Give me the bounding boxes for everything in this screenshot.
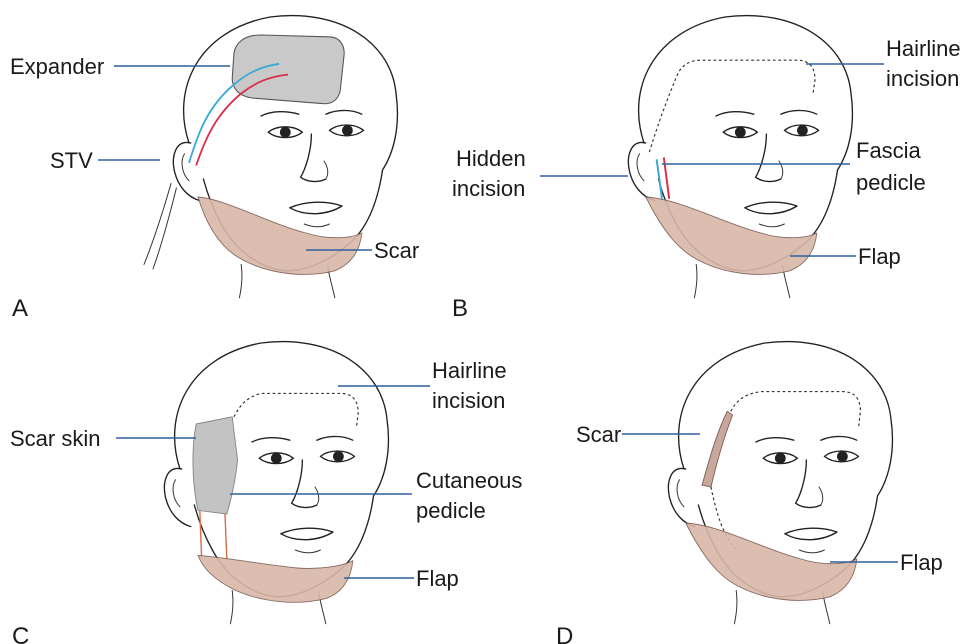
label-scar-d: Scar — [576, 422, 621, 447]
scar-skin-patch — [193, 417, 238, 514]
label-hairline-b-2: incision — [886, 66, 959, 91]
panel-d — [668, 342, 892, 624]
label-flap-c: Flap — [416, 566, 459, 591]
label-cutaneous-2: pedicle — [416, 498, 486, 523]
panel-a — [144, 16, 397, 298]
scar-strip — [702, 411, 733, 487]
label-scar-a: Scar — [374, 238, 419, 263]
panel-c — [164, 342, 388, 624]
label-cutaneous-1: Cutaneous — [416, 468, 522, 493]
label-hairline-c-2: incision — [432, 388, 505, 413]
flap-c — [198, 555, 353, 602]
panel-letter-a: A — [12, 295, 28, 322]
panel-letter-b: B — [452, 295, 468, 322]
label-stv: STV — [50, 148, 93, 173]
label-flap-b: Flap — [858, 244, 901, 269]
label-flap-d: Flap — [900, 550, 943, 575]
panel-letter-c: C — [12, 623, 29, 644]
label-fascia-2: pedicle — [856, 170, 926, 195]
label-hairline-b-1: Hairline — [886, 36, 961, 61]
label-scar-skin: Scar skin — [10, 426, 100, 451]
label-fascia-1: Fascia — [856, 138, 922, 163]
label-expander: Expander — [10, 54, 104, 79]
panel-letter-d: D — [556, 623, 573, 644]
label-hidden-2: incision — [452, 176, 525, 201]
label-hidden-1: Hidden — [456, 146, 526, 171]
label-hairline-c-1: Hairline — [432, 358, 507, 383]
expander-shape — [232, 35, 344, 104]
